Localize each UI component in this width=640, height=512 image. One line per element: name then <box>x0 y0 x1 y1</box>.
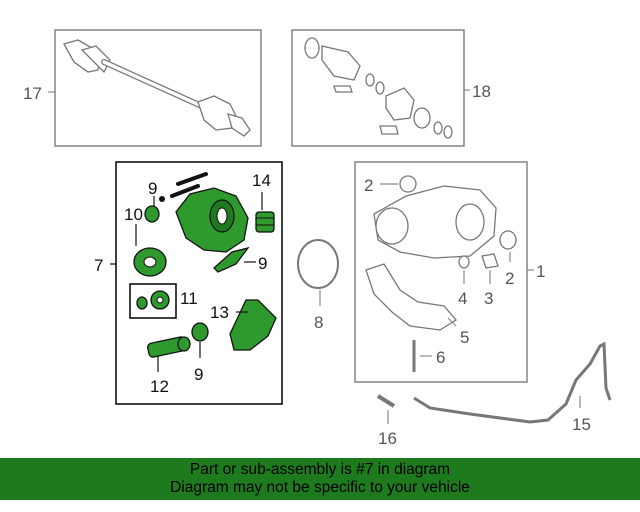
assembly-7-box <box>115 161 283 405</box>
callout-9-lower: 9 <box>194 365 203 384</box>
part-9-gasket[interactable] <box>213 246 250 273</box>
callout-2-upper: 2 <box>364 176 373 195</box>
part-12-shaft[interactable] <box>147 336 191 358</box>
part-15-vent-hose[interactable] <box>413 341 612 424</box>
callout-6: 6 <box>436 348 445 367</box>
boot-kit-box <box>291 29 465 147</box>
axle-shaft-group: 17 <box>23 29 262 147</box>
carrier-housing-group: 1 2 2 4 3 5 6 <box>354 161 545 383</box>
callout-13: 13 <box>210 303 229 322</box>
part-9-ring-lower[interactable] <box>191 322 209 342</box>
carrier-housing[interactable] <box>373 185 497 259</box>
part-16-clip[interactable] <box>376 394 396 408</box>
axle-shaft[interactable] <box>63 39 251 137</box>
carrier-housing-box <box>354 161 528 383</box>
callout-18: 18 <box>472 82 491 101</box>
footer-line-2: Diagram may not be specific to your vehi… <box>170 479 470 496</box>
part-11-box <box>129 283 177 319</box>
part-9-ring-upper[interactable] <box>144 205 160 223</box>
part-8-group: 8 <box>297 239 339 332</box>
footer-banner: Part or sub-assembly is #7 in diagram Di… <box>0 458 640 500</box>
part-2-seal-upper[interactable] <box>399 175 417 193</box>
part-10-seal[interactable] <box>133 247 167 277</box>
callout-2-right: 2 <box>505 269 514 288</box>
callout-4: 4 <box>458 289 467 308</box>
callout-12: 12 <box>150 377 169 396</box>
parts-diagram: 17 18 7 <box>23 29 612 448</box>
differential-assembly-group: 7 10 9 14 <box>94 161 283 405</box>
callout-17: 17 <box>23 84 42 103</box>
part-2-seal-right[interactable] <box>499 230 517 250</box>
callout-16: 16 <box>378 429 397 448</box>
footer-line-1: Part or sub-assembly is #7 in diagram <box>189 461 451 478</box>
callout-15: 15 <box>572 415 591 434</box>
axle-shaft-box <box>54 29 262 147</box>
vent-hose-group: 15 16 <box>376 341 612 448</box>
part-5-bracket[interactable] <box>365 263 457 331</box>
callout-5: 5 <box>460 328 469 347</box>
part-4-washer[interactable] <box>458 255 470 269</box>
part-14-spring[interactable] <box>255 211 275 233</box>
boot-kit[interactable] <box>304 37 453 139</box>
callout-8: 8 <box>314 313 323 332</box>
part-13-cover[interactable] <box>229 299 277 351</box>
part-8-oring[interactable] <box>297 239 339 289</box>
callout-7: 7 <box>94 256 103 275</box>
callout-9-upper: 9 <box>148 179 157 198</box>
callout-11: 11 <box>180 289 198 308</box>
part-11-seals[interactable] <box>136 290 170 310</box>
callout-14: 14 <box>252 171 271 190</box>
callout-3: 3 <box>484 289 493 308</box>
differential-housing[interactable] <box>175 187 249 253</box>
bolts[interactable] <box>159 172 208 202</box>
callout-1: 1 <box>536 262 545 281</box>
callout-9-right: 9 <box>258 254 267 273</box>
callout-10: 10 <box>124 205 143 224</box>
boot-kit-group: 18 <box>291 29 491 147</box>
part-3-plug[interactable] <box>481 253 499 269</box>
